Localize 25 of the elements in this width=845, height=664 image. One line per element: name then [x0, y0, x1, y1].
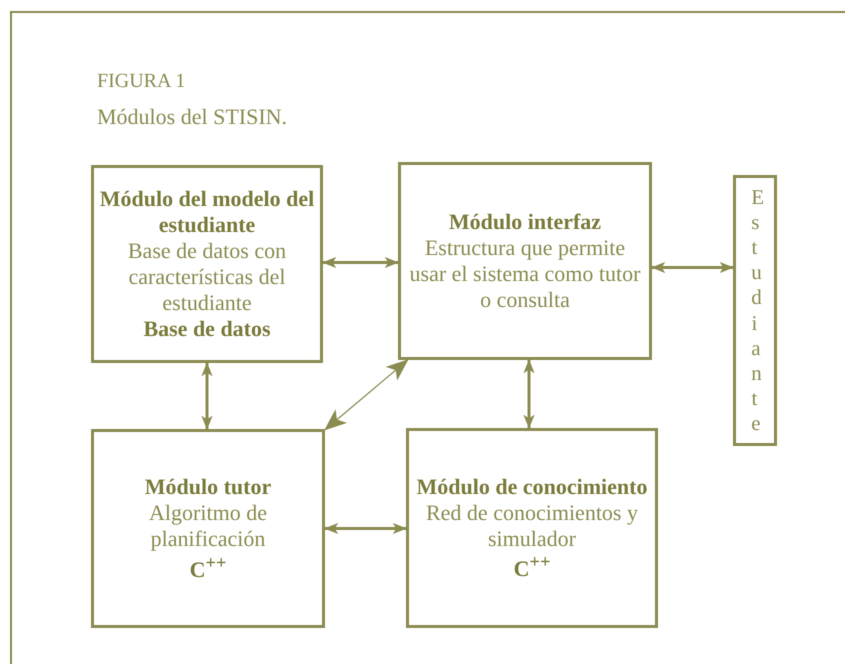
double-arrow [324, 359, 409, 430]
module-text: C$^{++}$ [514, 552, 550, 582]
module-box [398, 162, 652, 360]
module-box [91, 165, 323, 363]
module-title: Módulo tutor [144, 474, 272, 500]
module-box [91, 429, 325, 628]
module-text: Estructura que permite usar el sistema como tutor o consulta [408, 235, 642, 313]
double-arrow [651, 262, 734, 274]
module-box [406, 428, 658, 628]
module-text: Base de datos con características del estudiante [126, 238, 288, 316]
actor-box [733, 175, 777, 446]
figure-caption: Módulos del STISIN. [97, 104, 288, 130]
module-text: Base de datos [143, 316, 271, 342]
figure-title: FIGURA 1 [97, 70, 186, 93]
actor-label: Estudiante [750, 184, 766, 436]
module-title: Módulo de conocimiento [416, 474, 648, 500]
double-arrow [324, 522, 407, 534]
module-text: Algoritmo de planificación [148, 500, 268, 552]
double-arrow [523, 359, 535, 429]
double-arrow [322, 256, 399, 268]
module-text: Red de conocimientos y simulador [424, 500, 639, 552]
double-arrow [201, 362, 213, 430]
module-title: Módulo del modelo del estudiante [98, 186, 316, 238]
module-title: Módulo interfaz [448, 209, 602, 236]
module-text: C$^{++}$ [190, 552, 226, 583]
